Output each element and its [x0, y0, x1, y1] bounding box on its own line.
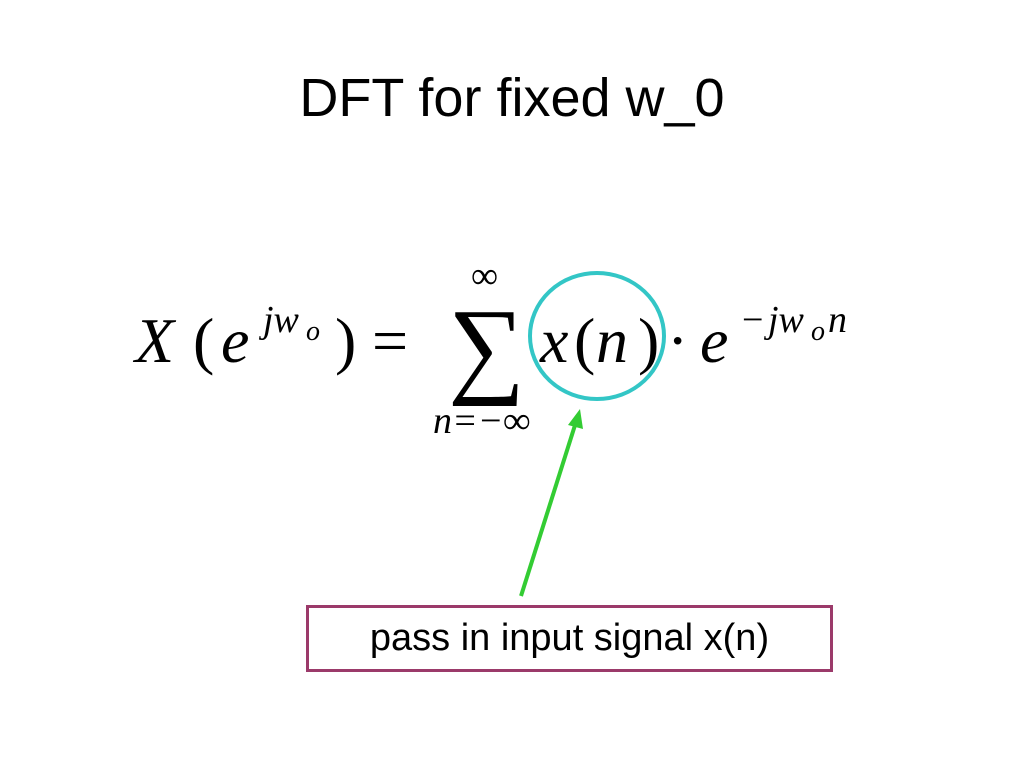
eq-lhs-exponent-jw: jw: [258, 299, 300, 341]
eq-rhs-exponent-sub-o: o: [811, 316, 825, 347]
eq-sum-upper-limit: ∞: [471, 255, 498, 297]
eq-sum-symbol: ∑: [448, 288, 525, 407]
eq-term-open-paren: (: [574, 305, 595, 376]
eq-dot: ·: [667, 305, 688, 376]
eq-lhs-e: e: [221, 305, 249, 376]
eq-lhs-X: X: [132, 305, 177, 376]
slide-title: DFT for fixed w_0: [299, 68, 725, 128]
eq-rhs-e: e: [700, 305, 728, 376]
callout-text: pass in input signal x(n): [369, 617, 770, 659]
eq-term-n: n: [596, 305, 628, 376]
eq-lhs-exponent-sub-o: o: [306, 316, 320, 347]
eq-term-close-paren: ): [638, 305, 659, 376]
eq-lhs-close-paren: ): [335, 305, 356, 376]
highlight-circle: [528, 271, 666, 401]
eq-rhs-exponent-minus: −: [742, 299, 763, 341]
callout-arrow-line: [519, 421, 578, 597]
eq-sum-lower-limit: n=−∞: [433, 400, 530, 442]
eq-term-x: x: [539, 305, 568, 376]
eq-equals: =: [372, 305, 408, 376]
eq-lhs-open-paren: (: [193, 305, 214, 376]
eq-rhs-exponent-n: n: [828, 299, 847, 341]
callout-arrow-head: [568, 409, 583, 429]
eq-rhs-exponent-jw: jw: [763, 299, 805, 341]
callout-box: pass in input signal x(n): [306, 605, 833, 672]
